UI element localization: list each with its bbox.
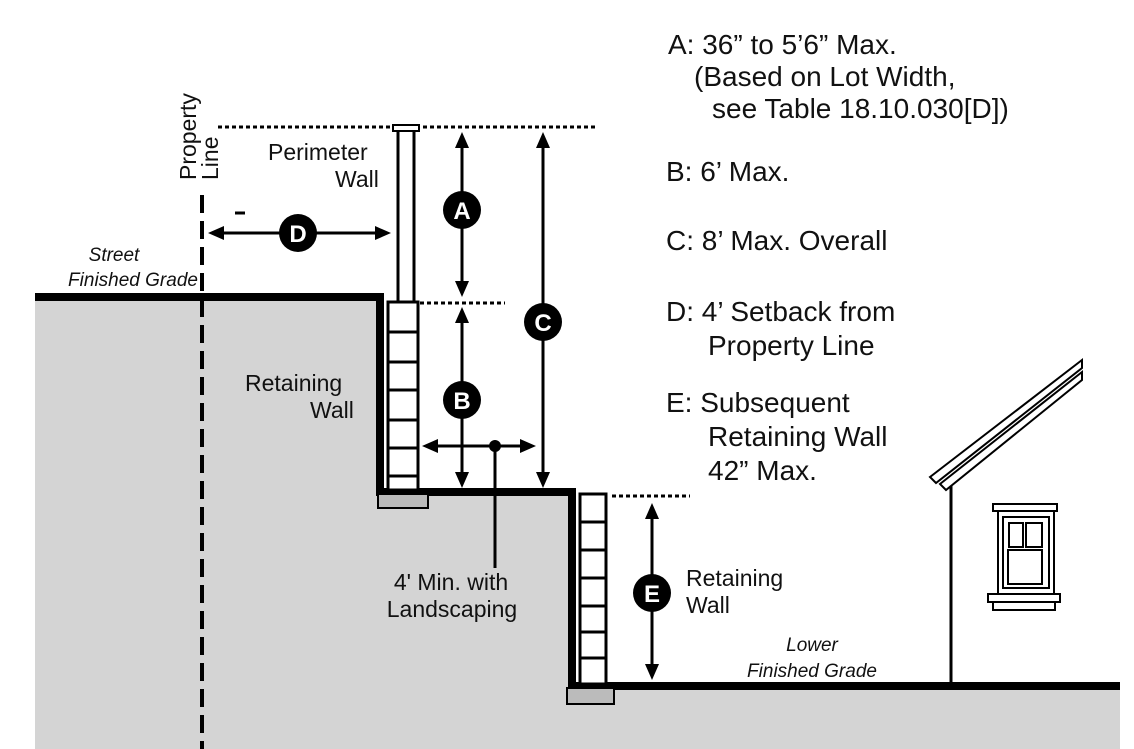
- upper-retaining-wall-label: Retaining: [245, 370, 342, 396]
- marker-d: D: [279, 214, 317, 252]
- ground: [35, 297, 1120, 749]
- property-line-label: Property Line: [175, 93, 223, 180]
- legend-d-2: Property Line: [708, 330, 875, 361]
- legend-a-3: see Table 18.10.030[D]): [712, 93, 1009, 124]
- legend-d: D: 4’ Setback from: [666, 296, 895, 327]
- landscaping-label-2: Landscaping: [387, 596, 517, 622]
- lower-grade-label: Lower: [786, 635, 838, 656]
- svg-text:D: D: [289, 221, 306, 248]
- window: [987, 503, 1061, 611]
- legend: A: 36” to 5’6” Max. (Based on Lot Width,…: [666, 29, 1009, 486]
- svg-text:C: C: [534, 310, 551, 337]
- upper-retaining-wall-label-2: Wall: [310, 397, 354, 423]
- street-grade-label-2: Finished Grade: [68, 270, 198, 291]
- svg-text:B: B: [453, 388, 470, 415]
- legend-e: E: Subsequent: [666, 387, 850, 418]
- legend-a: A: 36” to 5’6” Max.: [668, 29, 897, 60]
- legend-a-2: (Based on Lot Width,: [694, 61, 955, 92]
- lower-retaining-wall-label: Retaining: [686, 565, 783, 591]
- perimeter-wall-label-2: Wall: [335, 166, 379, 192]
- reference-lines: [218, 125, 690, 498]
- grade-line: [35, 293, 1120, 690]
- upper-retaining-wall: [377, 300, 429, 509]
- legend-b: B: 6’ Max.: [666, 156, 789, 187]
- perimeter-wall: [392, 124, 420, 304]
- legend-c: C: 8’ Max. Overall: [666, 225, 887, 256]
- svg-text:A: A: [453, 198, 470, 225]
- house: [928, 357, 1083, 686]
- lower-grade-label-2: Finished Grade: [747, 661, 877, 682]
- legend-e-3: 42” Max.: [708, 455, 817, 486]
- lower-retaining-wall-label-2: Wall: [686, 592, 730, 618]
- svg-text:Line: Line: [197, 137, 223, 180]
- street-grade-label: Street: [89, 245, 140, 266]
- marker-e: E: [633, 574, 671, 612]
- lower-retaining-wall: [566, 492, 615, 705]
- marker-a: A: [443, 191, 481, 229]
- legend-e-2: Retaining Wall: [708, 421, 887, 452]
- marker-c: C: [524, 303, 562, 341]
- svg-text:Property: Property: [175, 93, 201, 180]
- perimeter-wall-label: Perimeter: [268, 139, 368, 165]
- marker-b: B: [443, 381, 481, 419]
- svg-text:E: E: [644, 581, 660, 608]
- landscaping-label: 4' Min. with: [394, 569, 508, 595]
